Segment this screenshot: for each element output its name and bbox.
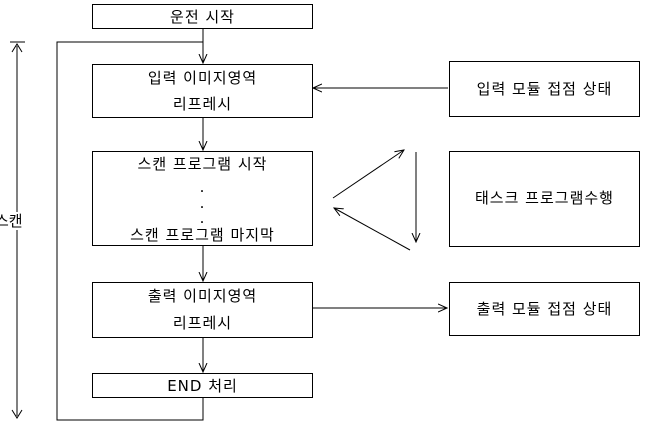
scan-program-end-label: 스캔 프로그램 마지막 bbox=[130, 226, 275, 244]
scan-program-start-label: 스캔 프로그램 시작 bbox=[137, 155, 268, 173]
output-module-label: 출력 모듈 접점 상태 bbox=[476, 300, 613, 318]
output-refresh-box: 출력 이미지영역 리프레시 bbox=[92, 282, 313, 338]
input-refresh-line1: 입력 이미지영역 bbox=[147, 69, 258, 87]
scan-label: 스캔 bbox=[0, 212, 24, 230]
ellipsis-dot: . bbox=[199, 209, 206, 227]
end-box: END 처리 bbox=[92, 373, 313, 398]
ellipsis-dot: . bbox=[199, 178, 206, 196]
scan-program-box: 스캔 프로그램 시작 . . . 스캔 프로그램 마지막 bbox=[92, 151, 313, 246]
loop-back-line bbox=[56, 41, 204, 421]
task-program-box: 태스크 프로그램수행 bbox=[449, 151, 640, 247]
output-module-box: 출력 모듈 접점 상태 bbox=[449, 282, 640, 336]
input-refresh-line2: 리프레시 bbox=[172, 95, 233, 113]
input-module-box: 입력 모듈 접점 상태 bbox=[449, 61, 640, 117]
start-box: 운전 시작 bbox=[92, 4, 313, 29]
task-program-label: 태스크 프로그램수행 bbox=[475, 189, 614, 207]
ellipsis-dot: . bbox=[199, 194, 206, 212]
input-module-label: 입력 모듈 접점 상태 bbox=[476, 80, 613, 98]
end-label: END 처리 bbox=[167, 377, 238, 395]
output-refresh-line2: 리프레시 bbox=[172, 314, 233, 332]
arrow-from-task bbox=[334, 208, 411, 251]
start-label: 운전 시작 bbox=[170, 8, 235, 26]
output-refresh-line1: 출력 이미지영역 bbox=[147, 287, 258, 305]
arrow-to-task bbox=[332, 150, 404, 199]
input-refresh-box: 입력 이미지영역 리프레시 bbox=[92, 64, 313, 118]
